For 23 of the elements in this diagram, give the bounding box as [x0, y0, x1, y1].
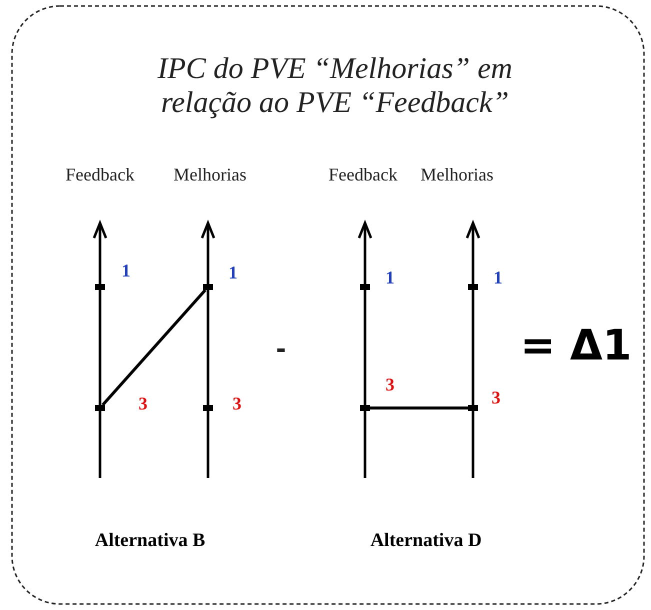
- connector-line: [370, 406, 468, 410]
- connector-line: [102, 289, 206, 406]
- value-label: 1: [122, 260, 130, 282]
- value-label: 3: [386, 374, 394, 396]
- axis-label: Melhorias: [420, 164, 494, 186]
- minus-sign: -: [276, 332, 286, 366]
- tick-mark: [360, 405, 370, 411]
- axis-label: Feedback: [66, 164, 134, 186]
- value-label: 1: [494, 268, 502, 288]
- value-label: 3: [492, 388, 500, 408]
- axis-label: Feedback: [328, 164, 398, 186]
- tick-mark: [468, 405, 478, 411]
- alternative-label: Alternativa B: [94, 530, 206, 552]
- title: IPC do PVE “Melhorias” em relação ao PVE “Feedback”: [156, 52, 514, 120]
- value-label: 1: [386, 268, 394, 288]
- value-label: 1: [228, 262, 238, 284]
- result-label: = Δ1: [520, 320, 632, 370]
- value-label: 3: [138, 394, 148, 414]
- alternative-label: Alternativa D: [370, 530, 482, 552]
- value-label: 3: [232, 394, 242, 414]
- tick-mark: [203, 284, 213, 290]
- tick-mark: [95, 405, 105, 411]
- axis-label: Melhorias: [174, 164, 246, 186]
